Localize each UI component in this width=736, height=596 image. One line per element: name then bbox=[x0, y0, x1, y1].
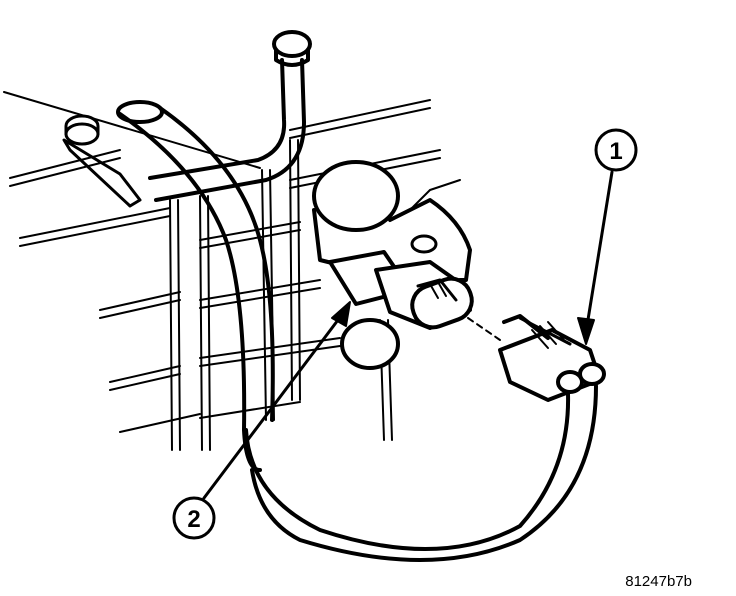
wiring-harness bbox=[244, 384, 598, 562]
figure-id: 81247b7b bbox=[625, 573, 692, 590]
callout-2-number: 2 bbox=[187, 506, 200, 533]
fan-motor bbox=[312, 160, 472, 370]
coolant-hose bbox=[116, 100, 275, 472]
harness-connector bbox=[498, 314, 606, 402]
callout-1: 1 bbox=[594, 128, 638, 172]
callout-leaders bbox=[202, 170, 614, 500]
callout-1-number: 1 bbox=[609, 138, 622, 165]
mounting-bracket bbox=[62, 114, 142, 208]
callout-2: 2 bbox=[172, 496, 216, 540]
motor-connector bbox=[328, 250, 474, 330]
vent-tube bbox=[148, 30, 312, 202]
alignment-line bbox=[467, 317, 501, 341]
